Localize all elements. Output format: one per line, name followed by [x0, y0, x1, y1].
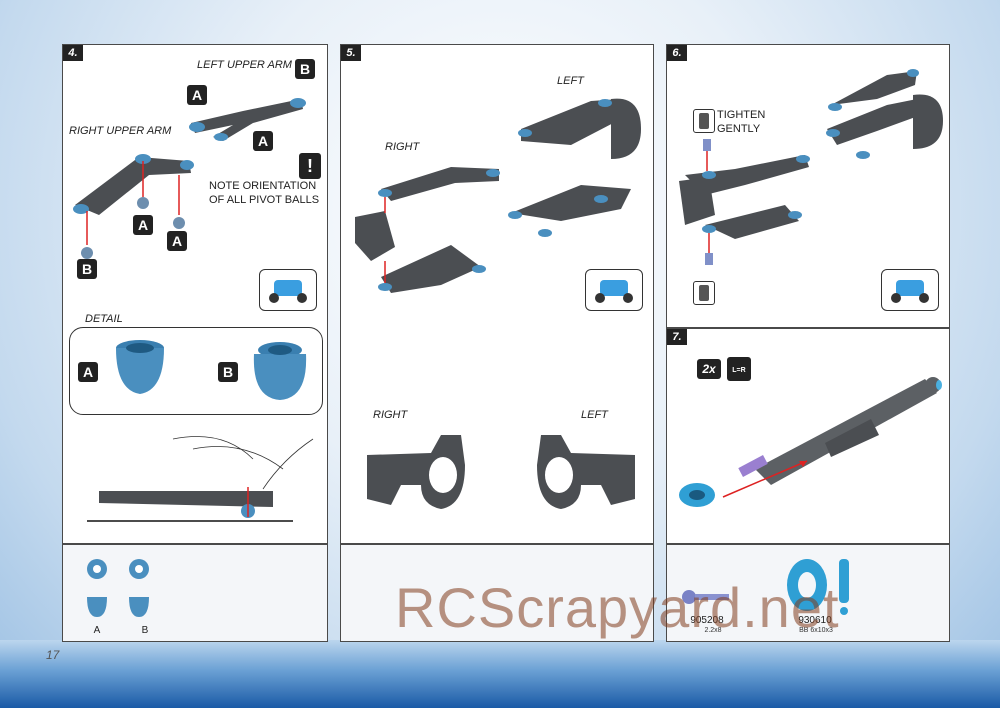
left-right-badge: L=R [727, 357, 751, 381]
part-desc: 2.2x8 [704, 627, 722, 634]
part-code: 905208 [690, 615, 724, 626]
tighten-line-1: TIGHTEN [717, 109, 766, 121]
screwdriver-icon [693, 281, 715, 305]
right-label: RIGHT [373, 409, 408, 421]
right-arm-assembly-illustration [355, 167, 500, 293]
screw-icon [682, 590, 729, 604]
tag-b: B [77, 259, 97, 279]
part-label-b: B [141, 625, 149, 636]
watermark: RCScrapyard.net [395, 576, 840, 639]
detail-label: DETAIL [85, 313, 123, 325]
bearing-icon [787, 559, 849, 615]
quantity-badge: 2x [697, 359, 721, 379]
tag-a: A [78, 362, 98, 382]
right-upper-arm-illustration [73, 154, 194, 259]
part-desc: BB 6x10x3 [799, 627, 833, 634]
step-5-parts-bar [340, 544, 654, 642]
part-label-a: A [93, 625, 101, 636]
left-label: LEFT [581, 409, 608, 421]
tag-b: B [218, 362, 238, 382]
pivot-ball-parts-icon [87, 559, 149, 617]
step-4-panel: 4. LEFT UPPER ARM B A A RIGHT UPPER ARM … [62, 44, 328, 544]
note-line-1: NOTE ORIENTATION [209, 180, 317, 192]
part-code: 930610 [798, 615, 832, 626]
right-label: RIGHT [385, 141, 420, 153]
right-upper-arm-label: RIGHT UPPER ARM [69, 125, 172, 137]
screwdriver-icon [693, 109, 715, 133]
step-4-parts-bar: A B [62, 544, 328, 642]
step-5-panel: 5. LEFT RIGHT RIGHT LEFT [340, 44, 654, 544]
detail-box: A B [69, 327, 323, 415]
left-upper-arm-illustration [189, 98, 306, 141]
note-line-2: OF ALL PIVOT BALLS [209, 194, 320, 206]
tag-a: A [167, 231, 187, 251]
left-arm-assembly-illustration [508, 98, 641, 237]
left-upper-arm-label: LEFT UPPER ARM [197, 59, 292, 71]
pivot-ball-b-illustration [253, 342, 307, 400]
warning-icon: ! [299, 153, 321, 179]
assembled-arm-illustration [826, 69, 943, 159]
driveshaft-illustration [679, 377, 942, 507]
step-number: 7. [667, 329, 687, 345]
step-7-panel: 7. 2x L=R [666, 328, 950, 544]
step-6-panel: 6. TIGHTEN GENTLY [666, 44, 950, 328]
pivot-ball-a-illustration [116, 340, 164, 394]
car-model-icon [585, 269, 643, 311]
tag-a: A [133, 215, 153, 235]
page-footer-band [0, 640, 1000, 708]
step-number: 5. [341, 45, 361, 61]
tag-b: B [295, 59, 315, 79]
tag-a: A [253, 131, 273, 151]
step-number: 6. [667, 45, 687, 61]
left-label: LEFT [557, 75, 584, 87]
car-model-icon [881, 269, 939, 311]
hub-assembly-illustration [679, 139, 810, 265]
tag-a: A [187, 85, 207, 105]
hand-press-illustration [87, 436, 314, 522]
step-7-parts-bar: 905208 2.2x8 930610 BB 6x10x3 [666, 544, 950, 642]
page-number: 17 [46, 648, 60, 662]
car-model-icon [259, 269, 317, 311]
step-number: 4. [63, 45, 83, 61]
tighten-line-2: GENTLY [717, 123, 761, 135]
steering-knuckles-illustration [367, 435, 635, 509]
